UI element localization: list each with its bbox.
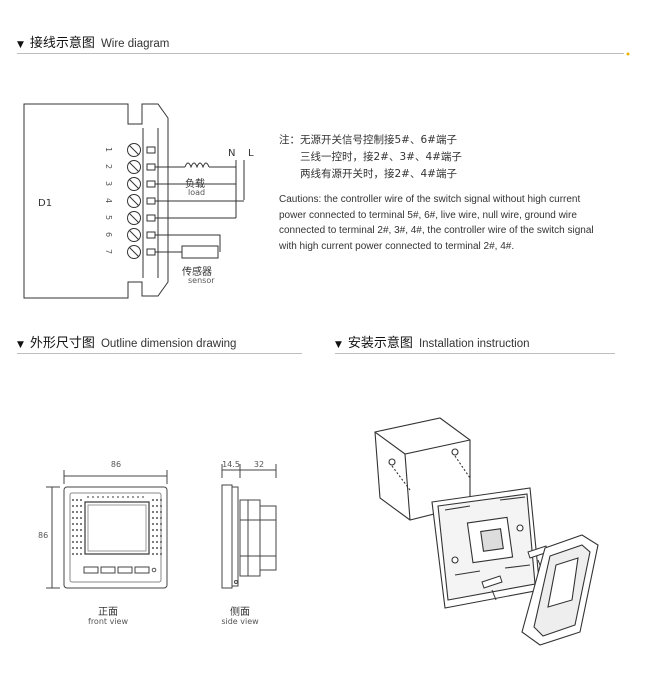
front-view-label-zh: 正面 (98, 607, 118, 618)
section-title-zh: 接线示意图 (29, 36, 95, 51)
section-title-install: ▼ 安装示意图 Installation instruction (335, 332, 530, 351)
terminal-number: 2 (104, 163, 114, 170)
device-label: D1 (38, 198, 53, 209)
side-view (221, 464, 277, 589)
front-view-vents (72, 496, 162, 573)
back-plate (431, 487, 541, 609)
section-title-zh: 安装示意图 (347, 336, 413, 351)
height-dimension: 86 (38, 531, 49, 540)
note-line-1: 注：无源开关信号控制接5#、6#端子 (279, 134, 457, 146)
terminal-number: 4 (104, 197, 114, 204)
terminal-block (127, 128, 159, 278)
width-dimension: 86 (110, 460, 122, 469)
triangle-down-icon: ▼ (17, 340, 24, 350)
front-view (46, 470, 168, 589)
terminal-number: 3 (104, 180, 114, 187)
divider (17, 353, 302, 354)
terminal-number: 5 (104, 214, 114, 221)
terminal-number: 6 (104, 231, 114, 238)
accent-dot (626, 52, 630, 56)
side-view-label-en: side view (221, 617, 259, 626)
triangle-down-icon: ▼ (335, 340, 342, 350)
section-title-wire: ▼ 接线示意图 Wire diagram (17, 32, 169, 51)
section-title-en: Installation instruction (418, 338, 530, 350)
side-view-label-zh: 侧面 (230, 607, 250, 618)
sensor-label-zh: 传感器 (182, 267, 212, 278)
load-label-en: load (188, 188, 206, 197)
front-view-label-en: front view (88, 617, 128, 626)
note-line-3: 两线有源开关时，接2#、4#端子 (300, 168, 457, 180)
divider (17, 53, 624, 54)
divider (335, 353, 615, 354)
depth-back-dimension: 32 (253, 460, 265, 469)
n-label: N (228, 148, 236, 159)
section-title-en: Outline dimension drawing (100, 338, 237, 350)
sensor-label-en: sensor (188, 276, 215, 285)
section-title-en: Wire diagram (100, 38, 170, 50)
controller-outline (23, 103, 169, 299)
terminal-number: 1 (104, 146, 114, 153)
load-label-zh: 负载 (185, 179, 205, 190)
caution-text: Cautions: the controller wire of the swi… (279, 194, 594, 252)
wall-box (374, 417, 471, 521)
depth-front-dimension: 14.5 (222, 460, 240, 469)
screws (481, 545, 549, 601)
triangle-down-icon: ▼ (17, 40, 24, 50)
wires (155, 160, 245, 259)
section-title-zh: 外形尺寸图 (29, 336, 95, 351)
l-label: L (248, 148, 254, 159)
terminal-number: 7 (104, 248, 114, 255)
front-panel (521, 534, 599, 646)
note-line-2: 三线一控时，接2#、3#、4#端子 (300, 151, 462, 163)
section-title-outline: ▼ 外形尺寸图 Outline dimension drawing (17, 332, 236, 351)
